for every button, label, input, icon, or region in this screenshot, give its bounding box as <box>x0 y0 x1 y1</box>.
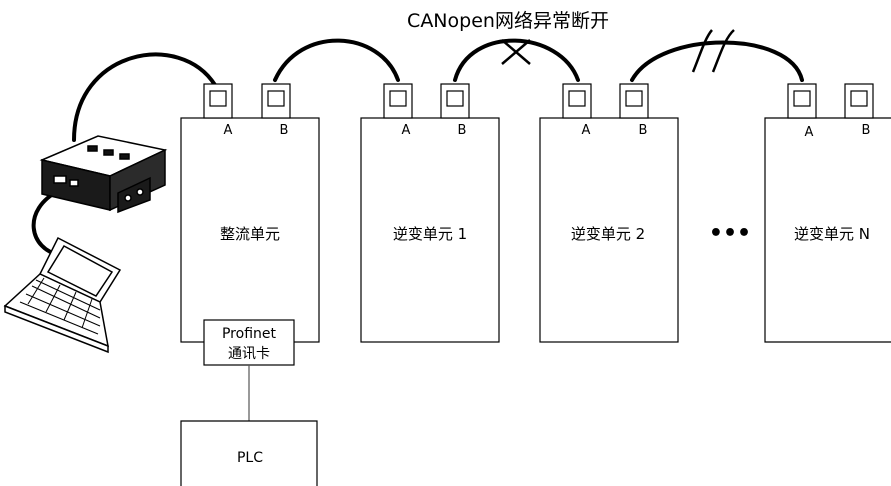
inverter2-unit <box>539 117 679 343</box>
rectifier-port-a <box>203 83 233 119</box>
inverterN-port-a-label: A <box>805 125 814 140</box>
inverter1-port-a-label: A <box>402 123 411 138</box>
inverter2-port-a-label: A <box>582 123 591 138</box>
rectifier-unit <box>180 117 320 343</box>
ellipsis: ••• <box>709 221 751 246</box>
cable-inverter2-to-inverterN <box>630 40 804 82</box>
inverter1-port-b-jack-icon <box>446 90 464 107</box>
can-adapter-icon <box>39 135 168 214</box>
diagram-title: CANopen网络异常断开 <box>407 10 609 32</box>
inverterN-label: 逆变单元 N <box>794 225 870 243</box>
break-wave-icon <box>691 29 735 73</box>
rectifier-port-b-jack-icon <box>267 90 285 107</box>
inverter2-port-b-jack-icon <box>625 90 643 107</box>
inverterN-unit <box>764 117 891 343</box>
rectifier-port-b-label: B <box>280 123 289 138</box>
inverter1-port-a-jack-icon <box>389 90 407 107</box>
profinet-card-line2: 通讯卡 <box>228 346 270 362</box>
inverter1-port-a <box>383 83 413 119</box>
inverterN-port-b-label: B <box>862 123 871 138</box>
inverter1-port-b-label: B <box>458 123 467 138</box>
cable-rectifier-to-inverter1 <box>273 38 400 82</box>
rectifier-port-a-label: A <box>224 123 233 138</box>
break-cross-icon <box>501 39 531 65</box>
laptop-icon <box>3 236 122 354</box>
rectifier-label: 整流单元 <box>220 225 280 243</box>
inverter2-label: 逆变单元 2 <box>571 225 645 243</box>
plc-box <box>180 420 318 486</box>
inverter1-label: 逆变单元 1 <box>393 225 467 243</box>
plc-label: PLC <box>237 450 263 466</box>
rectifier-port-a-jack-icon <box>209 90 227 107</box>
profinet-card <box>203 319 295 366</box>
cable-inverter1-to-inverter2-broken <box>453 38 580 82</box>
inverter1-unit <box>360 117 500 343</box>
profinet-card-line1: Profinet <box>222 326 277 342</box>
inverterN-port-b-jack-icon <box>850 90 868 107</box>
inverter2-port-b-label: B <box>639 123 648 138</box>
inverterN-port-a-jack-icon <box>793 90 811 107</box>
cable-pc-to-rectifier <box>72 52 217 142</box>
inverter2-port-a-jack-icon <box>568 90 586 107</box>
